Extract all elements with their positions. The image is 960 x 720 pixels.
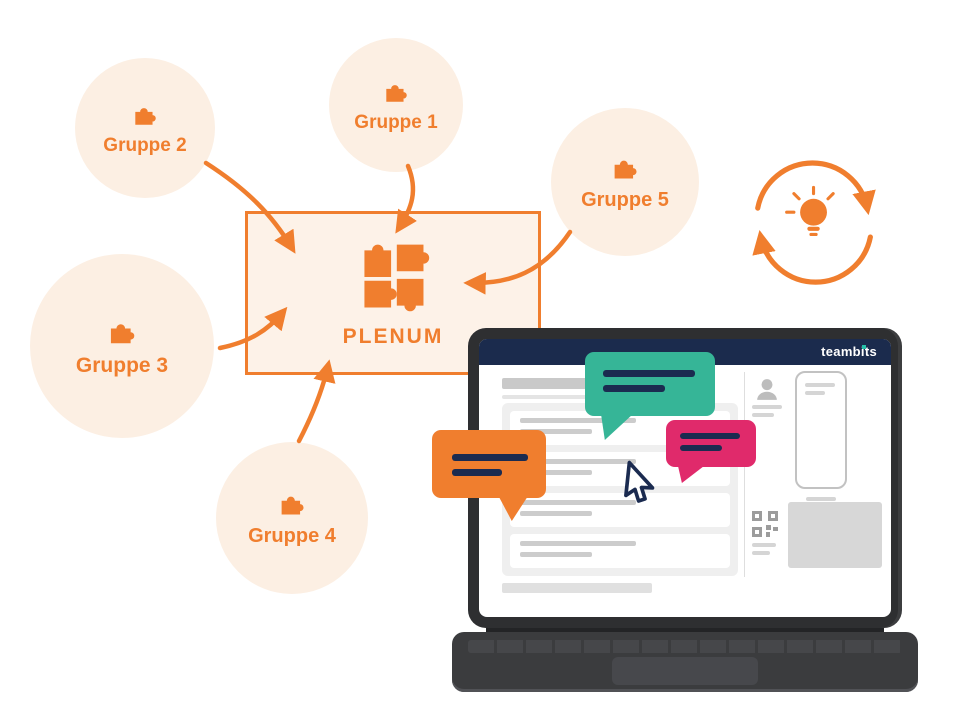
puzzle-piece-icon — [110, 323, 135, 343]
orange-speech-bubble — [432, 430, 546, 498]
teal-speech-bubble — [585, 352, 715, 416]
puzzle-piece-icon — [135, 107, 156, 125]
plenum-box: PLENUM — [245, 211, 541, 375]
pink-speech-bubble — [666, 420, 756, 467]
line-placeholder — [752, 551, 770, 555]
person-icon — [757, 379, 777, 400]
group-label: Gruppe 1 — [354, 111, 438, 133]
qr-code-icon — [752, 511, 778, 537]
lightbulb-icon — [785, 185, 835, 236]
bubble-text-line — [680, 433, 740, 439]
cycle-arrow-bottom — [752, 230, 873, 285]
group-circle-gruppe-1: Gruppe 1 — [329, 38, 463, 172]
group-circle-gruppe-3: Gruppe 3 — [30, 254, 214, 438]
keyboard-keys — [468, 640, 902, 653]
line-placeholder — [752, 543, 776, 547]
bubble-text-line — [680, 445, 722, 451]
laptop-keyboard — [452, 632, 918, 692]
line-placeholder — [752, 413, 774, 417]
laptop-hinge — [486, 616, 884, 644]
bubble-text-line — [452, 454, 528, 461]
column-divider — [744, 372, 745, 577]
group-label: Gruppe 4 — [248, 525, 336, 547]
group-circle-gruppe-5: Gruppe 5 — [551, 108, 699, 256]
content-footer-placeholder — [502, 583, 652, 593]
group-label: Gruppe 2 — [103, 134, 187, 156]
list-item — [510, 534, 730, 568]
teambits-logo-dot — [862, 345, 866, 349]
bubble-text-line — [452, 469, 502, 476]
trackpad — [612, 657, 758, 685]
bubble-text-line — [603, 385, 665, 392]
group-circle-gruppe-4: Gruppe 4 — [216, 442, 368, 594]
puzzle-piece-icon — [386, 84, 407, 102]
cycle-arrows-icon — [752, 160, 876, 285]
puzzle-cluster-icon — [364, 244, 430, 312]
group-circle-gruppe-2: Gruppe 2 — [75, 58, 215, 198]
line-placeholder — [752, 405, 782, 409]
puzzle-piece-icon — [614, 160, 637, 179]
line-placeholder — [810, 505, 832, 509]
phone-frame-placeholder — [795, 371, 847, 489]
bubble-text-line — [603, 370, 695, 377]
line-placeholder — [806, 497, 836, 501]
group-label: Gruppe 3 — [75, 353, 169, 377]
plenum-label: PLENUM — [342, 325, 444, 348]
group-label: Gruppe 5 — [581, 189, 669, 211]
puzzle-piece-icon — [281, 496, 304, 515]
teambits-logo: teambits — [821, 344, 877, 359]
cursor-icon — [624, 460, 655, 503]
arrow-gruppe4-to-plenum — [296, 359, 336, 444]
image-placeholder — [788, 502, 882, 568]
cycle-arrow-top — [755, 160, 876, 216]
